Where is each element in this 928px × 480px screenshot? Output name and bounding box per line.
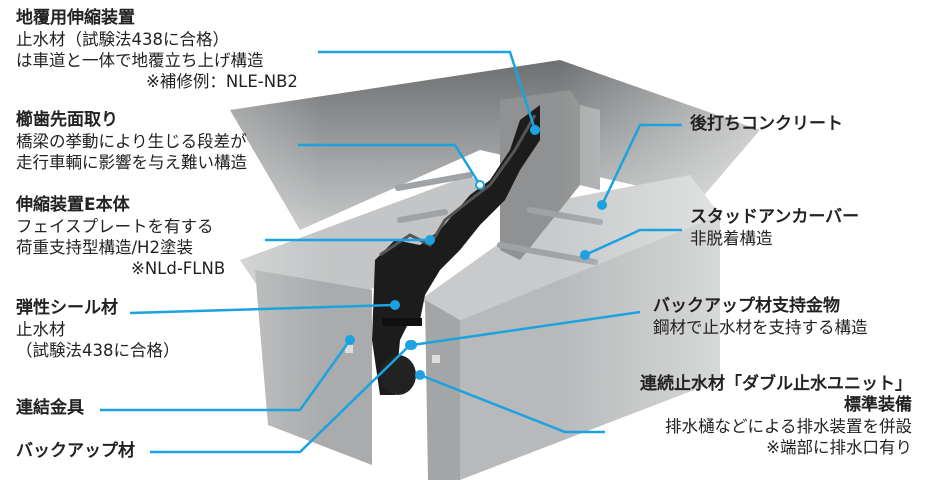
label-desc: 走行車輌に影響を与え難い構造: [16, 153, 247, 172]
label-title: 地覆用伸縮装置: [16, 8, 135, 28]
label-desc: 止水材（試験法438に合格）: [16, 30, 229, 49]
label-desc: 橋梁の挙動により生じる段差が: [16, 132, 247, 151]
leader-lines: [100, 50, 682, 454]
label-title: スタッドアンカーバー: [690, 207, 860, 227]
label-backup: バックアップ材: [16, 441, 135, 462]
label-title: バックアップ材: [16, 441, 135, 461]
label-title: 弾性シール材: [16, 298, 118, 318]
label-note: ※補修例：NLE-NB2: [146, 72, 298, 91]
label-support: バックアップ材支持金物 鋼材で止水材を支持する構造: [653, 296, 868, 338]
label-desc: は車道と一体で地覆立ち上げ構造: [16, 51, 264, 70]
label-desc: 止水材: [16, 320, 66, 339]
label-title: 後打ちコンクリート: [690, 114, 843, 134]
label-jifuku: 地覆用伸縮装置 止水材（試験法438に合格） は車道と一体で地覆立ち上げ構造 ※…: [16, 8, 298, 92]
label-desc: 非脱着構造: [690, 229, 773, 248]
label-atouchi: 後打ちコンクリート: [690, 114, 843, 135]
label-title: 伸縮装置E本体: [16, 195, 130, 215]
label-hontai: 伸縮装置E本体 フェイスプレートを有する 荷重支持型構造/H2塗装 ※NLd-F…: [16, 195, 225, 279]
label-note: ※端部に排水口有り: [766, 438, 912, 457]
label-title: 連結金具: [16, 398, 84, 418]
label-kushiba: 櫛歯先面取り 橋梁の挙動により生じる段差が 走行車輌に影響を与え難い構造: [16, 110, 247, 173]
label-subtitle: 標準装備: [844, 395, 912, 415]
label-title: 櫛歯先面取り: [16, 110, 118, 130]
leader-dots: [345, 125, 607, 380]
label-desc: 排水樋などによる排水装置を併設: [664, 417, 912, 436]
label-title: 連続止水材「ダブル止水ユニット」: [640, 374, 912, 394]
label-note: ※NLd-FLNB: [131, 259, 226, 278]
label-stud: スタッドアンカーバー 非脱着構造: [690, 207, 859, 249]
label-desc: 荷重支持型構造/H2塗装: [16, 238, 193, 257]
label-desc: フェイスプレートを有する: [16, 217, 214, 236]
label-renketsu: 連結金具: [16, 398, 84, 419]
label-seal: 弾性シール材 止水材 （試験法438に合格）: [16, 298, 180, 361]
label-drain: 連続止水材「ダブル止水ユニット」 標準装備 排水樋などによる排水装置を併設 ※端…: [640, 374, 912, 458]
label-desc: （試験法438に合格）: [16, 341, 180, 360]
label-title: バックアップ材支持金物: [653, 296, 840, 316]
label-desc: 鋼材で止水材を支持する構造: [653, 318, 868, 337]
